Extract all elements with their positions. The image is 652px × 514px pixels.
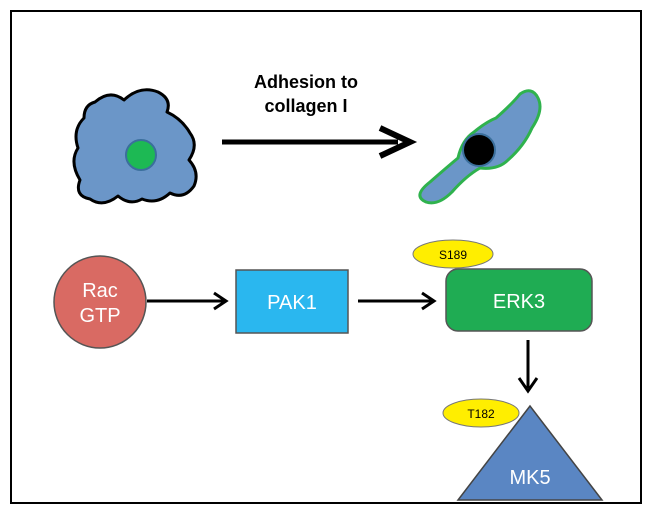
mk5-label: MK5 <box>509 467 550 489</box>
adhesion-label-line1: Adhesion to <box>254 72 358 92</box>
rac-gtp-label-line1: Rac <box>82 280 118 302</box>
pak1-node <box>235 269 349 334</box>
adhesion-label-line2: collagen I <box>264 96 347 116</box>
s189-label: S189 <box>439 248 467 262</box>
rac-gtp-label-line2: GTP <box>79 305 120 327</box>
erk3-label: ERK3 <box>493 291 545 313</box>
erk3-node <box>445 268 593 332</box>
arrow-erk3-to-mk5-head <box>517 377 539 394</box>
t182-label: T182 <box>467 407 495 421</box>
mk5-node <box>456 404 604 501</box>
rac-gtp-node <box>53 255 147 349</box>
polarized-cell-nucleus <box>462 133 496 167</box>
arrow-rac-to-pak1-head <box>213 291 229 311</box>
spread-cell-nucleus <box>125 139 157 171</box>
s189-site <box>412 239 494 269</box>
t182-site <box>442 398 520 428</box>
pak1-label: PAK1 <box>267 292 317 314</box>
adhesion-arrow-head <box>378 125 418 159</box>
arrow-pak1-to-erk3-head <box>421 291 437 311</box>
